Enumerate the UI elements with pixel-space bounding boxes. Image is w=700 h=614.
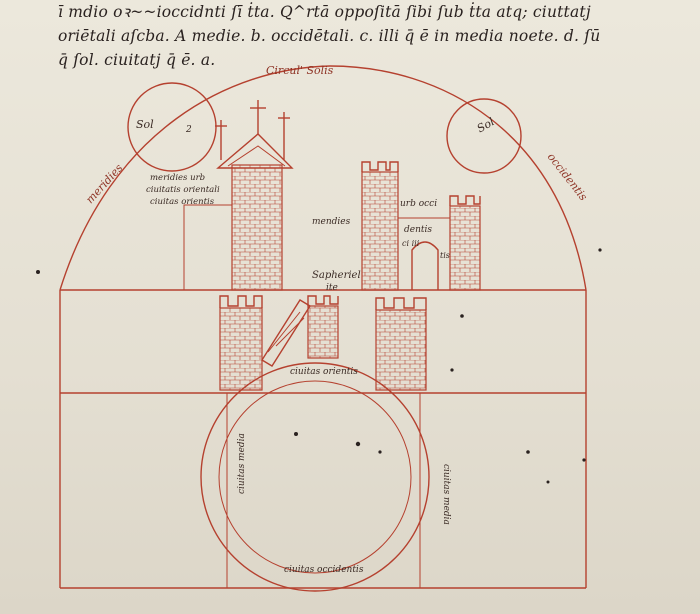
church-tower <box>183 100 294 291</box>
label-sol-right: Sol <box>475 115 497 135</box>
label-sol-left: Sol <box>136 118 154 131</box>
text-line: q̄ ſol. ciuitatj q̄ ē. a. <box>58 51 216 69</box>
label-ciuitas-occidentis: ciuitas occidentis <box>284 565 364 575</box>
sun-circle-left <box>127 82 217 172</box>
label-ciuitas-orientis-circle: ciuitas orientis <box>290 367 358 377</box>
label-ciuitatis-orientalis: ciuitatis orientali <box>146 185 220 195</box>
label-sepheriel: Sapheriel <box>312 270 361 281</box>
label-ite: ite <box>326 283 338 293</box>
earth-circle-inner <box>218 380 412 574</box>
sun-circle-arc <box>59 65 587 291</box>
label-tis: tis <box>440 251 450 260</box>
eastern-city-towers <box>219 295 427 391</box>
label-sol-mark: 2 <box>185 125 192 135</box>
manuscript-text: ī mdio oꝛ~~ioccidnti ſī ṫta. Q^rtā oppoſ… <box>58 0 618 72</box>
label-occidentis-arc: occidentis <box>545 150 590 203</box>
label-circulus-solis: Circul' Solis <box>266 64 334 77</box>
label-ciuitas-media-left: ciuitas media <box>237 433 247 494</box>
label-ciuitas-media-right: ciuitas media <box>441 464 451 525</box>
label-meridies-arc: meridies <box>83 161 125 206</box>
sun-circle-right <box>446 98 522 174</box>
label-ciuitas-orientis-top: ciuitas orientis <box>150 197 215 207</box>
label-meridies-urbs: meridies urb <box>150 173 205 183</box>
text-line: ī mdio oꝛ~~ioccidnti ſī ṫta. Q^rtā oppoſ… <box>58 3 591 21</box>
western-castle <box>361 161 481 291</box>
label-mendies: mendies <box>312 217 351 227</box>
text-line: oriētali aſcba. A medie. b. occidētali. … <box>58 27 601 45</box>
label-ci-iii: ci iii <box>402 239 420 248</box>
label-urbs-occi: urb occi <box>400 199 437 209</box>
ink-specks <box>36 248 602 484</box>
label-dentis: dentis <box>404 225 432 235</box>
earth-circle-outer <box>200 362 430 592</box>
